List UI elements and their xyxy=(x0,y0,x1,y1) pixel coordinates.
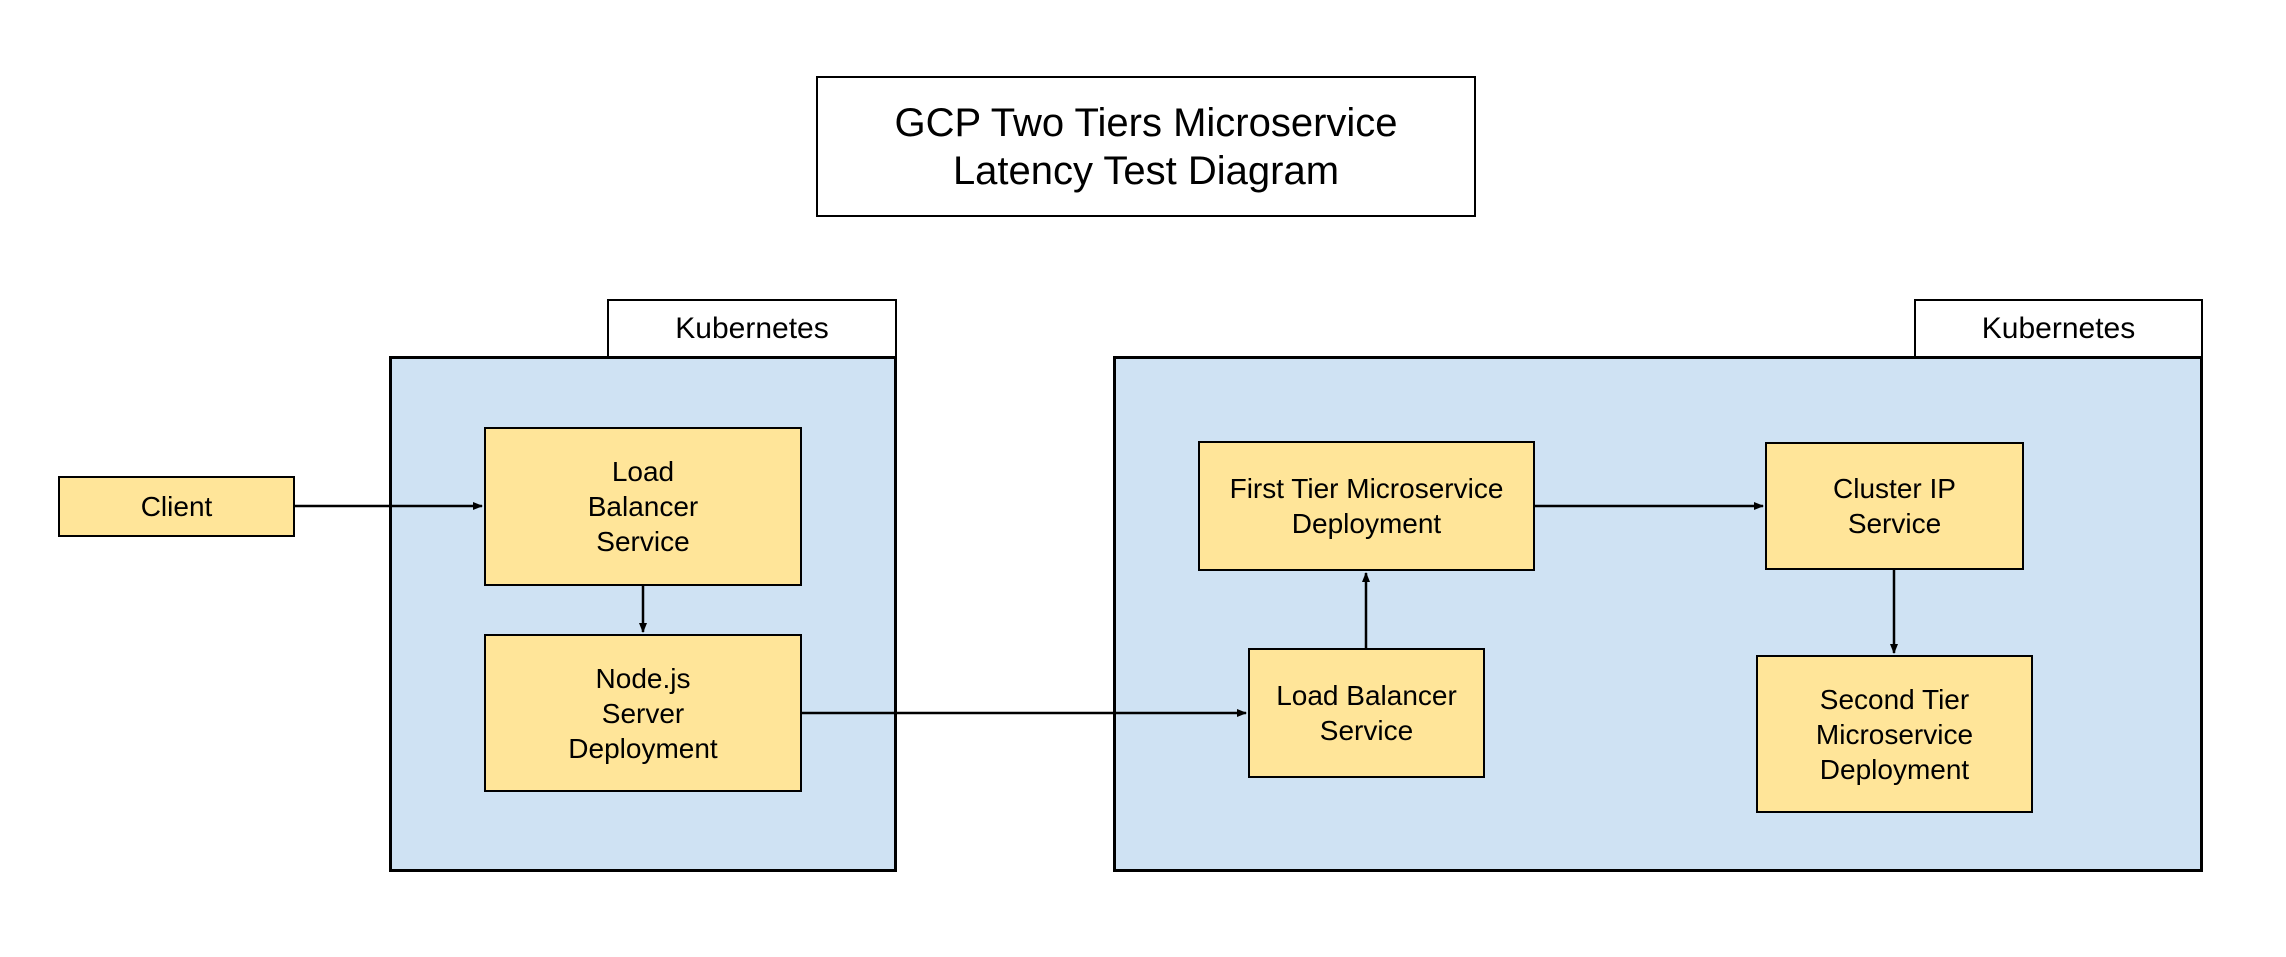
client-node: Client xyxy=(58,476,295,537)
load-balancer-service-right-node: Load Balancer Service xyxy=(1248,648,1485,778)
load-balancer-service-left-node: Load Balancer Service xyxy=(484,427,802,586)
nodejs-server-deployment-node: Node.js Server Deployment xyxy=(484,634,802,792)
cluster-ip-service-node: Cluster IP Service xyxy=(1765,442,2024,570)
diagram-title: GCP Two Tiers Microservice Latency Test … xyxy=(816,76,1476,217)
kubernetes-label-left: Kubernetes xyxy=(607,299,897,358)
first-tier-microservice-node: First Tier Microservice Deployment xyxy=(1198,441,1535,571)
kubernetes-label-right: Kubernetes xyxy=(1914,299,2203,358)
second-tier-microservice-node: Second Tier Microservice Deployment xyxy=(1756,655,2033,813)
